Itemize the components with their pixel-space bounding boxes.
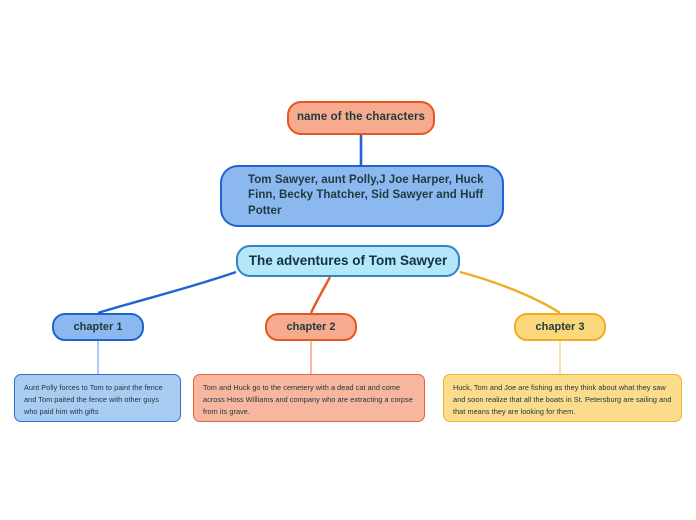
node-chapter-1[interactable]: chapter 1 (52, 313, 144, 341)
edge-root-to-chapter-2 (309, 276, 332, 314)
node-root-topic[interactable]: The adventures of Tom Sawyer (236, 245, 460, 277)
edge-root-to-chapter-1 (97, 270, 237, 315)
node-characters-list[interactable]: Tom Sawyer, aunt Polly,J Joe Harper, Huc… (220, 165, 504, 227)
node-chapter-2[interactable]: chapter 2 (265, 313, 357, 341)
node-chapter-3[interactable]: chapter 3 (514, 313, 606, 341)
summary-box-chapter-1[interactable]: Aunt Polly forces to Tom to paint the fe… (14, 374, 181, 422)
node-characters-title[interactable]: name of the characters (287, 101, 435, 135)
summary-box-chapter-2[interactable]: Tom and Huck go to the cemetery with a d… (193, 374, 425, 422)
edge-root-to-chapter-3 (459, 270, 561, 315)
summary-box-chapter-3[interactable]: Huck, Tom and Joe are fishing as they th… (443, 374, 682, 422)
